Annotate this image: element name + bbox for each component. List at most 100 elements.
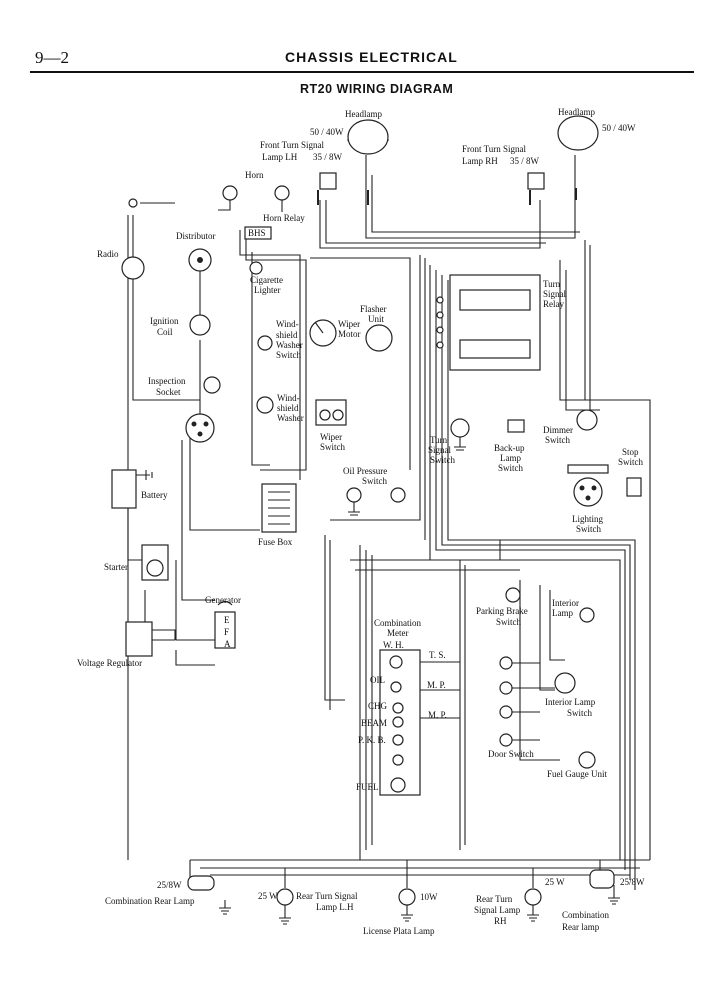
svg-text:Switch: Switch bbox=[496, 617, 522, 627]
svg-text:FUEL: FUEL bbox=[356, 782, 379, 792]
generator: Generator E F A bbox=[205, 595, 241, 649]
front-turn-lamp-rh: Front Turn Signal Lamp RH 35 / 8W bbox=[462, 144, 545, 190]
svg-text:Combination: Combination bbox=[374, 618, 421, 628]
svg-text:BHS: BHS bbox=[248, 228, 266, 238]
stop-switch: Stop Switch bbox=[618, 447, 644, 497]
svg-text:BEAM: BEAM bbox=[361, 718, 387, 728]
svg-text:Horn: Horn bbox=[245, 170, 264, 180]
svg-text:Flasher: Flasher bbox=[360, 304, 387, 314]
svg-text:Rear lamp: Rear lamp bbox=[562, 922, 600, 932]
svg-text:Switch: Switch bbox=[498, 463, 524, 473]
svg-text:25/8W: 25/8W bbox=[157, 880, 182, 890]
svg-text:Turn: Turn bbox=[430, 435, 448, 445]
svg-text:shield: shield bbox=[276, 330, 298, 340]
combination-rear-lamp-lh: 25/8W Combination Rear Lamp bbox=[105, 875, 215, 906]
svg-text:Headlamp: Headlamp bbox=[558, 107, 595, 117]
starter: Starter bbox=[104, 544, 169, 581]
svg-text:Back-up: Back-up bbox=[494, 443, 525, 453]
oil-pressure-switch: Oil Pressure Switch bbox=[343, 466, 406, 503]
svg-text:A: A bbox=[224, 639, 231, 649]
svg-text:Wiper: Wiper bbox=[338, 319, 360, 329]
battery: Battery bbox=[111, 469, 168, 509]
svg-text:50 / 40W: 50 / 40W bbox=[310, 127, 344, 137]
wire-harness bbox=[127, 155, 651, 890]
inspection-socket: Inspection Socket bbox=[148, 376, 221, 397]
svg-text:Dimmer: Dimmer bbox=[543, 425, 573, 435]
svg-text:CHG: CHG bbox=[368, 701, 388, 711]
svg-text:Headlamp: Headlamp bbox=[345, 109, 382, 119]
svg-text:E: E bbox=[224, 615, 230, 625]
wiper-switch: Wiper Switch bbox=[315, 399, 347, 452]
ground-symbols bbox=[219, 437, 620, 925]
chapter-title: CHASSIS ELECTRICAL bbox=[285, 49, 458, 65]
svg-text:Socket: Socket bbox=[156, 387, 181, 397]
svg-text:Switch: Switch bbox=[362, 476, 388, 486]
horn-relay: BHS Horn Relay bbox=[244, 213, 305, 240]
svg-text:Door Switch: Door Switch bbox=[488, 749, 534, 759]
svg-text:Generator: Generator bbox=[205, 595, 241, 605]
svg-text:Fuel Gauge Unit: Fuel Gauge Unit bbox=[547, 769, 607, 779]
svg-text:Switch: Switch bbox=[567, 708, 593, 718]
svg-text:Horn Relay: Horn Relay bbox=[263, 213, 305, 223]
distributor: Distributor bbox=[176, 231, 216, 272]
headlamp-rh: Headlamp 50 / 40W bbox=[557, 107, 636, 151]
svg-text:W. H.: W. H. bbox=[383, 640, 404, 650]
header-rule bbox=[30, 71, 694, 73]
svg-text:M. P.: M. P. bbox=[428, 710, 447, 720]
headlamp-lh: Headlamp 50 / 40W bbox=[310, 109, 390, 155]
svg-text:Switch: Switch bbox=[276, 350, 302, 360]
svg-text:50 / 40W: 50 / 40W bbox=[602, 123, 636, 133]
svg-text:Switch: Switch bbox=[545, 435, 571, 445]
turn-signal-switch: Turn Signal Switch bbox=[428, 418, 470, 465]
svg-text:Rear Turn Signal: Rear Turn Signal bbox=[296, 891, 358, 901]
fuse-box: Fuse Box bbox=[258, 483, 297, 547]
svg-text:Relay: Relay bbox=[543, 299, 564, 309]
windshield-washer-switch: Wind- shield Washer Switch bbox=[257, 319, 303, 360]
svg-text:Combination Rear Lamp: Combination Rear Lamp bbox=[105, 896, 195, 906]
door-switch: Door Switch bbox=[488, 749, 534, 759]
turn-signal-relay: Turn Signal Relay bbox=[436, 274, 567, 371]
svg-text:Combination: Combination bbox=[562, 910, 609, 920]
ignition-coil: Ignition Coil bbox=[150, 314, 211, 337]
svg-text:RH: RH bbox=[494, 916, 507, 926]
svg-text:Interior Lamp: Interior Lamp bbox=[545, 697, 596, 707]
svg-text:Starter: Starter bbox=[104, 562, 128, 572]
svg-text:Signal: Signal bbox=[543, 289, 567, 299]
cigarette-lighter: Cigarette Lighter bbox=[249, 261, 283, 295]
svg-text:Coil: Coil bbox=[157, 327, 173, 337]
svg-text:Fuse Box: Fuse Box bbox=[258, 537, 293, 547]
dimmer-switch: Dimmer Switch bbox=[543, 409, 598, 445]
svg-text:25 W: 25 W bbox=[545, 877, 565, 887]
interior-lamp-switch: Interior Lamp Switch bbox=[499, 656, 596, 747]
svg-text:Lamp L.H: Lamp L.H bbox=[316, 902, 354, 912]
svg-text:P. K. B.: P. K. B. bbox=[358, 735, 386, 745]
voltage-regulator: Voltage Regulator bbox=[77, 621, 153, 668]
ignition-switch bbox=[185, 413, 215, 443]
svg-text:Front Turn Signal: Front Turn Signal bbox=[260, 140, 325, 150]
svg-text:License Plata Lamp: License Plata Lamp bbox=[363, 926, 435, 936]
horn: Horn bbox=[218, 170, 290, 212]
svg-text:Interior: Interior bbox=[552, 598, 579, 608]
flasher-unit: Flasher Unit bbox=[360, 304, 393, 352]
front-turn-lamp-lh: Front Turn Signal Lamp LH 35 / 8W bbox=[260, 140, 343, 190]
svg-text:Lighting: Lighting bbox=[572, 514, 603, 524]
svg-text:35 / 8W: 35 / 8W bbox=[313, 152, 343, 162]
svg-text:Lamp RH: Lamp RH bbox=[462, 156, 498, 166]
svg-text:Wind-: Wind- bbox=[277, 393, 300, 403]
svg-text:T. S.: T. S. bbox=[429, 650, 446, 660]
svg-text:Voltage Regulator: Voltage Regulator bbox=[77, 658, 142, 668]
backup-lamp-switch: Back-up Lamp Switch bbox=[494, 419, 525, 473]
svg-text:35 / 8W: 35 / 8W bbox=[510, 156, 540, 166]
combination-rear-lamp-rh: 25/8W Combination Rear lamp bbox=[562, 869, 645, 932]
svg-text:Washer: Washer bbox=[277, 413, 304, 423]
wiper-motor: Wiper Motor bbox=[309, 319, 361, 347]
license-plate-lamp: 10W License Plata Lamp bbox=[363, 888, 438, 936]
svg-text:Switch: Switch bbox=[618, 457, 644, 467]
svg-text:Switch: Switch bbox=[576, 524, 602, 534]
svg-text:Switch: Switch bbox=[320, 442, 346, 452]
svg-text:Lighter: Lighter bbox=[254, 285, 281, 295]
svg-text:Oil Pressure: Oil Pressure bbox=[343, 466, 387, 476]
rear-turn-lamp-lh: 25 W Rear Turn Signal Lamp L.H bbox=[258, 888, 358, 912]
svg-text:shield: shield bbox=[277, 403, 299, 413]
